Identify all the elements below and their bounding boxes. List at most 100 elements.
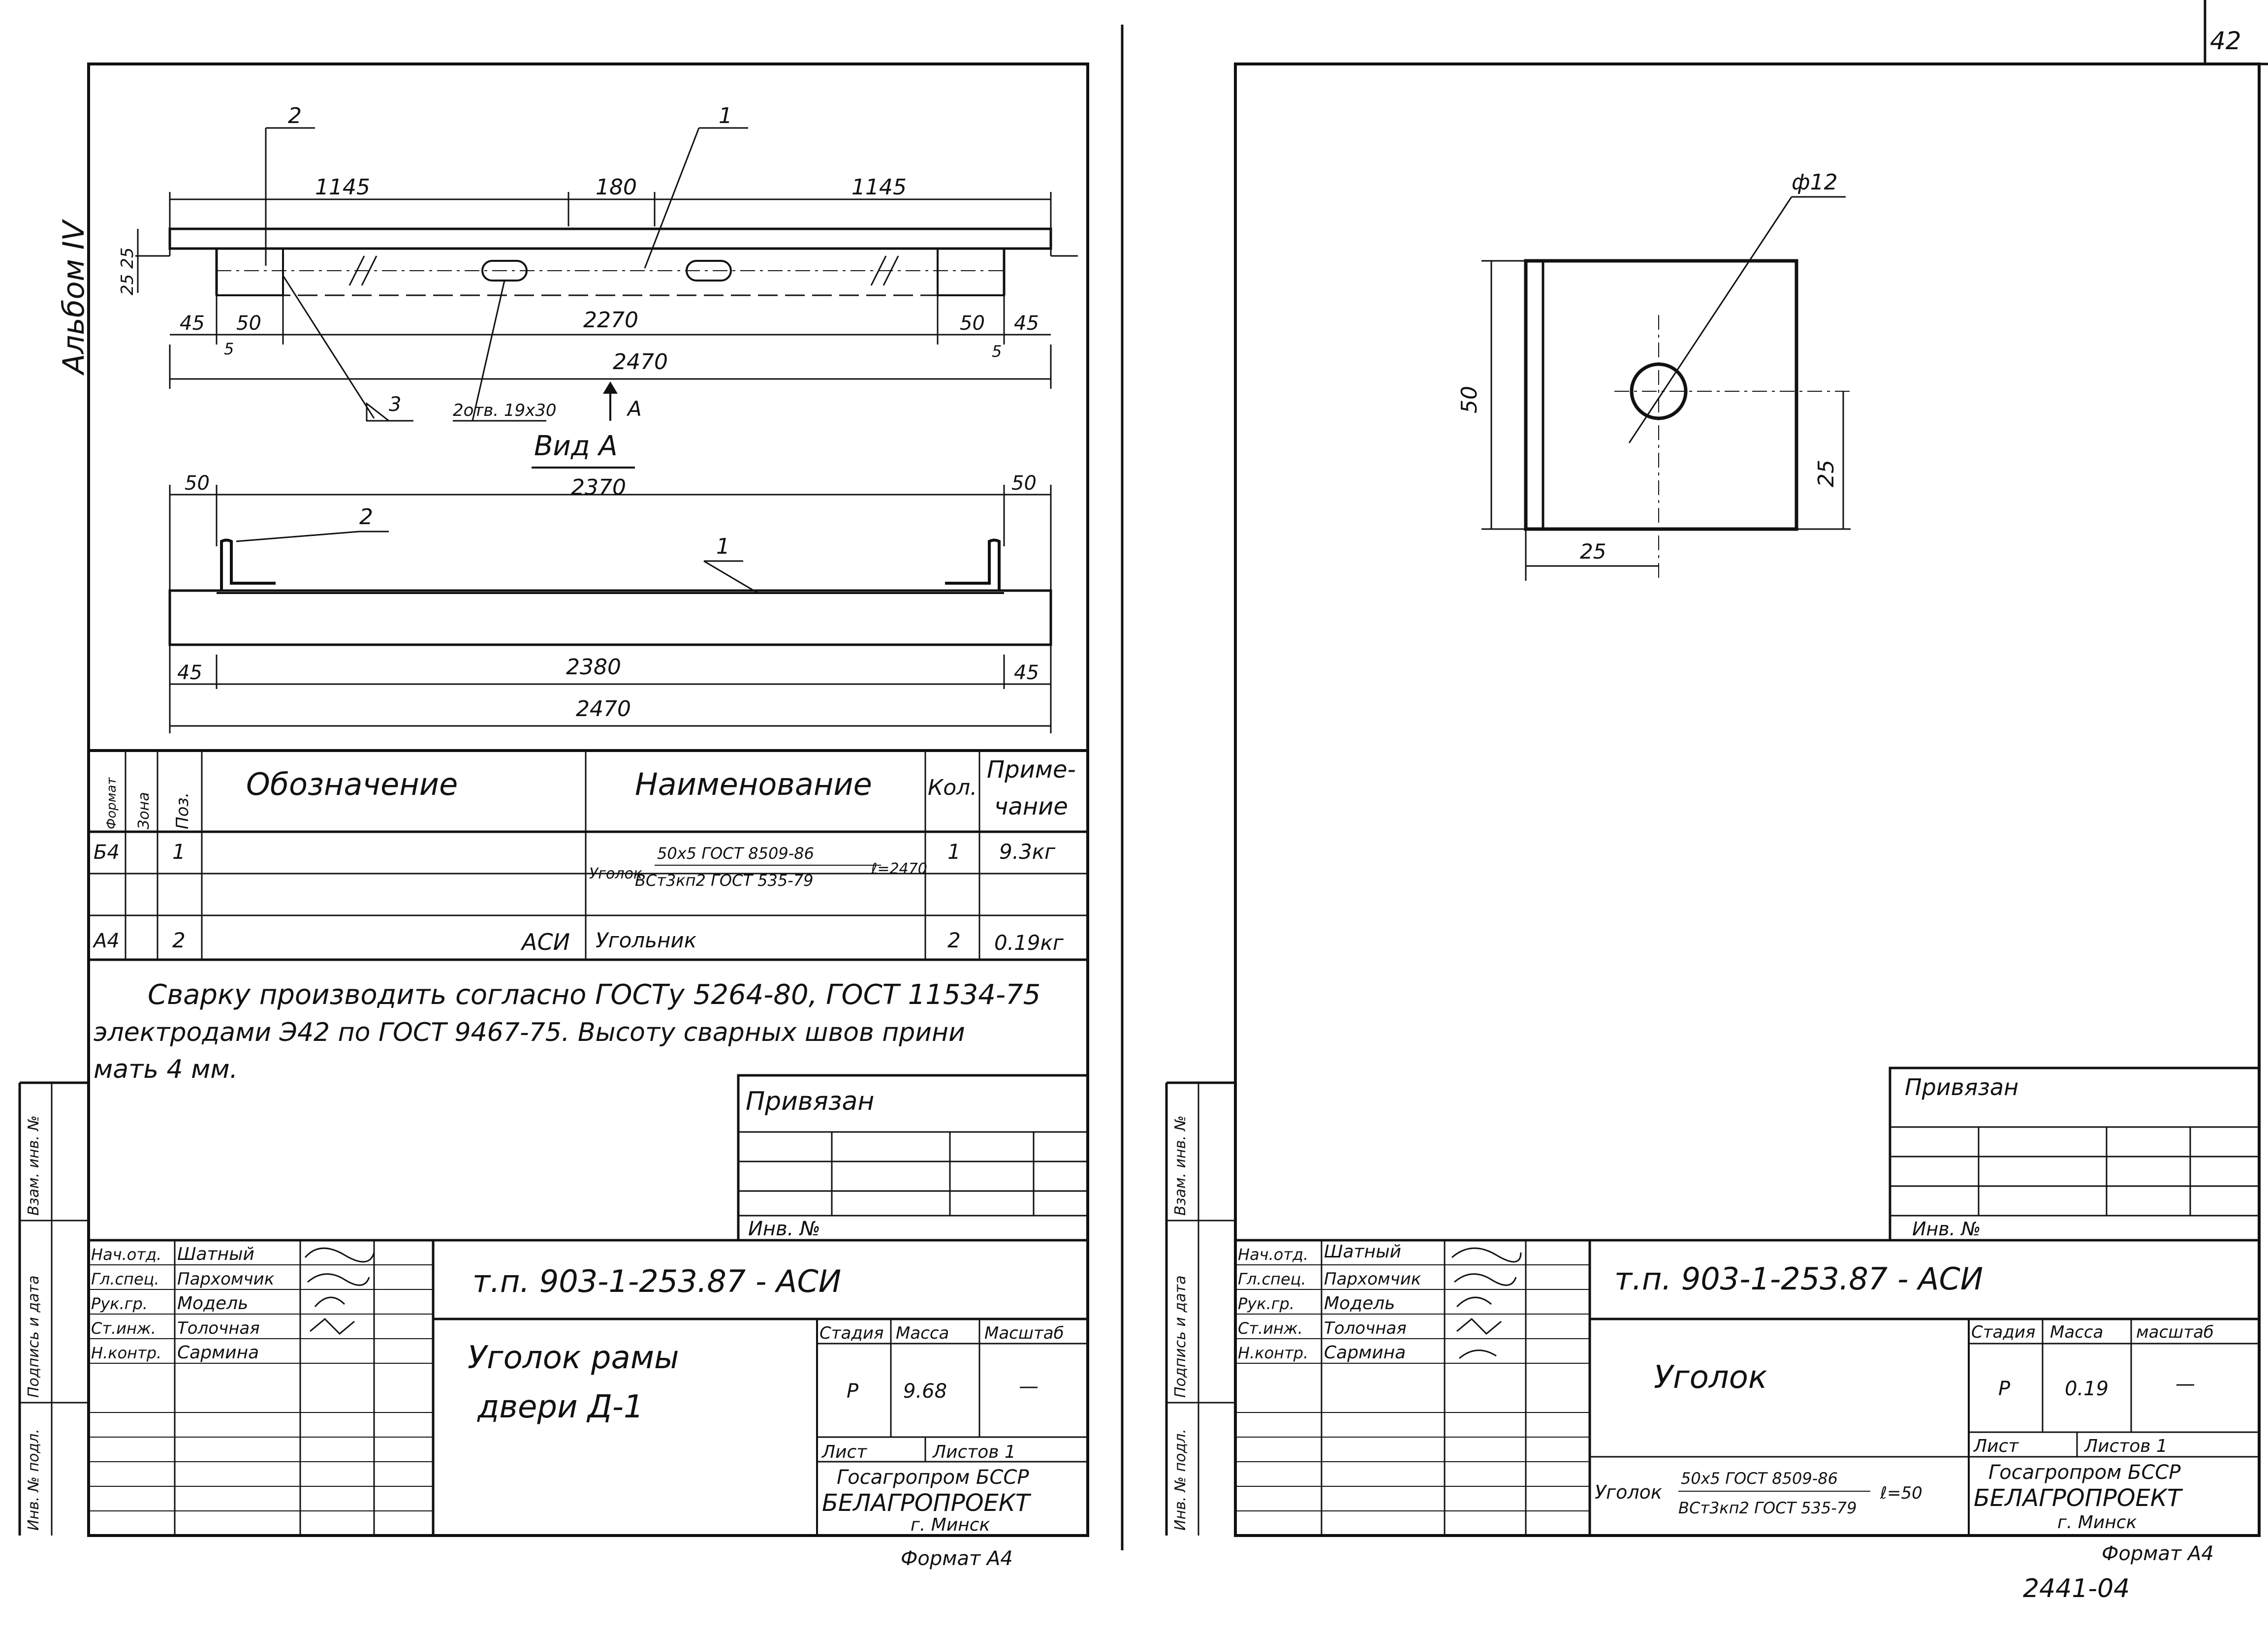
- right-signature-4: [1456, 1317, 1502, 1335]
- left-title-line-1: Уголок рамы: [468, 1340, 679, 1376]
- spec-row2-designation: АСИ: [520, 929, 570, 955]
- view-a-angle: 2 1: [168, 504, 1052, 646]
- right-name-2: Пархомчик: [1324, 1269, 1421, 1289]
- right-role-5: Н.контр.: [1238, 1344, 1308, 1362]
- right-doc-code: т.п. 903-1-253.87 - АСИ: [1614, 1261, 1983, 1297]
- album-label: Альбом IV: [57, 219, 91, 376]
- spec-row1-format: Б4: [94, 841, 120, 864]
- spec-header-zone: Зона: [135, 792, 153, 829]
- right-org-line-3: г. Минск: [2057, 1512, 2137, 1533]
- top-view-callouts: 2 1 3 2отв. 19х30 А: [265, 103, 748, 422]
- left-format-note: Формат А4: [901, 1547, 1013, 1570]
- right-sheet-label: Лист: [1973, 1436, 2019, 1456]
- view-a-title: Вид А: [534, 430, 618, 462]
- left-sheet: Взам. инв. № Подпись и дата Инв. № подл.…: [18, 63, 1089, 1570]
- top-view-angle: [135, 227, 1078, 296]
- right-org-line-2: БЕЛАГРОПРОЕКТ: [1974, 1484, 2183, 1512]
- right-stage-label: Стадия: [1971, 1322, 2035, 1342]
- right-mass-value: 0.19: [2065, 1378, 2109, 1400]
- left-sheet-label: Лист: [821, 1442, 867, 1462]
- right-material-num: 50х5 ГОСТ 8509-86: [1681, 1469, 1838, 1488]
- right-material-den: ВСт3кп2 ГОСТ 535-79: [1678, 1499, 1857, 1517]
- right-name-3: Модель: [1324, 1293, 1395, 1314]
- hole-leader: [1628, 196, 1793, 443]
- spec-header-designation: Обозначение: [246, 766, 458, 802]
- dim-bot-45-right: 45: [1014, 661, 1039, 684]
- left-scale-value: —: [1019, 1375, 1039, 1398]
- spec-row1-qty: 1: [947, 840, 961, 864]
- left-stage-label: Стадия: [819, 1323, 883, 1343]
- left-signature-3: [314, 1296, 346, 1307]
- spec-row1-name-prefix: Уголок: [589, 865, 642, 882]
- callout-2-view: 2: [359, 504, 373, 530]
- spec-row2-name: Угольник: [596, 928, 697, 952]
- left-inv-no: Инв. №: [748, 1218, 820, 1240]
- plate-drawing: ф12 50 25 25: [1457, 170, 1851, 581]
- bottom-dimensions: 45 2380 45 2470: [169, 645, 1052, 733]
- left-role-4: Ст.инж.: [91, 1319, 156, 1338]
- dim-1145-right: 1145: [851, 175, 907, 200]
- left-sheets-label: Листов 1: [932, 1442, 1016, 1462]
- dim-2470-top: 2470: [613, 349, 668, 375]
- callout-3-weld: 3: [389, 393, 401, 416]
- dim-50-left: 50: [236, 312, 261, 335]
- page-number: 42: [2210, 27, 2241, 55]
- callout-1-view: 1: [716, 534, 730, 559]
- right-title-block: Нач.отд. Гл.спец. Рук.гр. Ст.инж. Н.конт…: [1235, 1239, 2259, 1603]
- left-privyazan-block: Привязан Инв. №: [737, 1074, 1089, 1242]
- dim-50-right: 50: [960, 312, 985, 335]
- dim-2380: 2380: [566, 655, 621, 680]
- spec-row2-note: 0.19кг: [994, 931, 1064, 955]
- callout-1-top: 1: [719, 103, 732, 128]
- right-privyazan-block: Привязан Инв. №: [1889, 1066, 2261, 1242]
- right-side-label-1: Взам. инв. №: [1172, 1115, 1189, 1216]
- right-side-label-3: Инв. № подл.: [1172, 1429, 1189, 1531]
- dim-180: 180: [596, 175, 637, 200]
- left-frame: [87, 63, 1089, 1537]
- left-side-label-2: Подпись и дата: [25, 1276, 42, 1398]
- right-role-3: Рук.гр.: [1238, 1294, 1294, 1313]
- right-signature-2: [1454, 1273, 1517, 1286]
- view-arrow-letter: А: [626, 397, 642, 421]
- right-role-1: Нач.отд.: [1238, 1245, 1308, 1264]
- weld-note-line-3: мать 4 мм.: [94, 1055, 238, 1084]
- dim-5-right: 5: [992, 342, 1002, 361]
- left-name-2: Пархомчик: [177, 1269, 275, 1289]
- right-side-label-2: Подпись и дата: [1172, 1276, 1189, 1398]
- right-scale-label: масштаб: [2136, 1322, 2214, 1342]
- left-scale-label: Масштаб: [984, 1323, 1064, 1343]
- spec-row1-note: 9.3кг: [999, 840, 1056, 864]
- right-sheets-label: Листов 1: [2083, 1436, 2168, 1456]
- spec-row1-pos: 1: [172, 840, 186, 864]
- dim-hole-f12: ф12: [1792, 170, 1838, 195]
- dim-plate-25-v: 25: [1814, 460, 1839, 487]
- left-signature-4: [310, 1317, 355, 1335]
- dim-plate-50: 50: [1457, 386, 1482, 413]
- spec-row1-name-suffix: ℓ=2470: [871, 860, 927, 878]
- left-doc-code: т.п. 903-1-253.87 - АСИ: [472, 1263, 841, 1299]
- dim-view-50-left: 50: [185, 472, 210, 495]
- dim-2270: 2270: [583, 308, 638, 333]
- spec-header-format: Формат: [104, 777, 119, 829]
- left-org-line-3: г. Минск: [911, 1515, 990, 1535]
- left-role-3: Рук.гр.: [91, 1294, 148, 1313]
- right-sheet: Взам. инв. № Подпись и дата Инв. № подл.…: [1165, 63, 2261, 1603]
- left-name-1: Шатный: [177, 1244, 254, 1264]
- dim-2370: 2370: [571, 475, 626, 500]
- left-name-4: Толочная: [177, 1318, 260, 1338]
- spec-header-qty: Кол.: [928, 775, 977, 800]
- right-format-note: Формат А4: [2102, 1542, 2214, 1565]
- right-frame: [1234, 63, 2261, 1537]
- spec-header-pos: Поз.: [173, 792, 192, 829]
- plate-outline: [1524, 259, 1798, 531]
- spec-table: Формат Зона Поз. Обозначение Наименовани…: [89, 749, 1088, 961]
- left-role-5: Н.контр.: [91, 1344, 161, 1362]
- left-name-3: Модель: [177, 1293, 248, 1314]
- dim-45-right: 45: [1014, 312, 1039, 335]
- dim-5-left: 5: [224, 340, 234, 358]
- left-side-label-1: Взам. инв. №: [25, 1115, 42, 1216]
- left-role-1: Нач.отд.: [91, 1245, 161, 1264]
- weld-note-line-1: Сварку производить согласно ГОСТу 5264-8…: [148, 979, 1040, 1011]
